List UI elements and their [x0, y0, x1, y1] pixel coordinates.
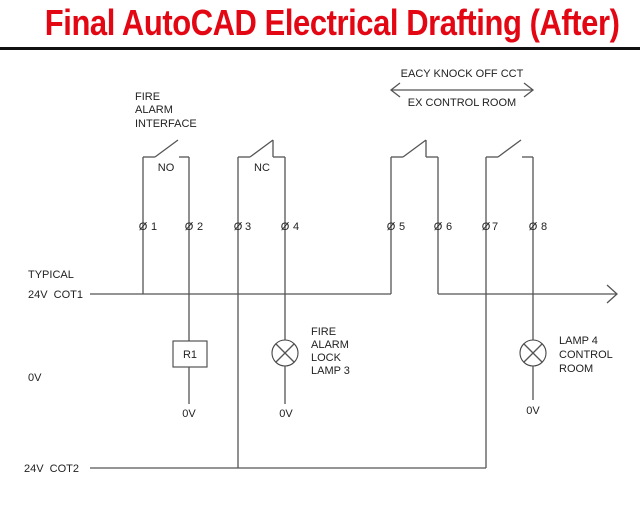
terminal-symbol-icon: Ø — [387, 221, 396, 233]
contact-nc-knock-off — [390, 139, 439, 294]
knock-off-top-label: EACY KNOCK OFF CCT — [401, 68, 524, 80]
lamp3-label-line: LAMP 3 — [311, 365, 350, 377]
arrow-right-icon — [606, 284, 618, 304]
terminal-number: 5 — [399, 221, 405, 233]
terminal-7: Ø 7 — [482, 221, 498, 233]
lamp4-label-line: LAMP 4 — [559, 335, 598, 347]
lamp-3: 0V FIRE ALARM LOCK LAMP 3 — [271, 326, 350, 420]
zero-v-left-label: 0V — [28, 372, 42, 384]
terminal-number: 1 — [151, 221, 157, 233]
terminal-number: 8 — [541, 221, 547, 233]
terminal-2: Ø 2 — [185, 221, 203, 233]
switch-blade — [497, 139, 522, 158]
contact-no-fire-alarm: NO — [142, 139, 190, 341]
contact-no-control-room — [485, 139, 534, 468]
lamp3-label-line: ALARM — [311, 339, 349, 351]
terminal-3: Ø 3 — [234, 221, 251, 233]
lamp4-0v-label: 0V — [526, 405, 540, 417]
arrow-right-icon — [523, 82, 535, 98]
terminal-6: Ø 6 — [434, 221, 452, 233]
terminal-symbol-icon: Ø — [234, 221, 243, 233]
terminal-number: 7 — [492, 221, 498, 233]
relay-label: R1 — [183, 349, 197, 361]
bus-cot1 — [90, 284, 618, 304]
terminal-symbol-icon: Ø — [529, 221, 538, 233]
fire-alarm-interface-label: FIRE ALARM INTERFACE — [135, 91, 197, 130]
lamp4-label-line: ROOM — [559, 363, 593, 375]
terminal-number: 6 — [446, 221, 452, 233]
diagram-title: Final AutoCAD Electrical Drafting (After… — [44, 2, 620, 43]
fire-alarm-interface-line: FIRE — [135, 91, 160, 103]
terminal-strip: Ø 1 Ø 2 Ø 3 Ø 4 Ø 5 Ø 6 Ø 7 Ø 8 — [139, 221, 547, 233]
terminal-symbol-icon: Ø — [185, 221, 194, 233]
terminal-5: Ø 5 — [387, 221, 405, 233]
terminal-1: Ø 1 — [139, 221, 157, 233]
switch-blade — [249, 139, 274, 158]
cot2-label: 24V COT2 — [24, 463, 79, 475]
switch-blade — [402, 139, 427, 158]
lamp4-label-line: CONTROL — [559, 349, 613, 361]
typical-label: TYPICAL — [28, 269, 74, 281]
fire-alarm-interface-line: ALARM — [135, 104, 173, 116]
contact-nc-fire-alarm: NC — [237, 139, 286, 468]
relay-coil-box — [172, 340, 208, 368]
lamp3-label-line: FIRE — [311, 326, 336, 338]
relay-0v-label: 0V — [182, 408, 196, 420]
lamp-cross — [275, 343, 295, 363]
terminal-symbol-icon: Ø — [482, 221, 491, 233]
knock-off-bottom-label: EX CONTROL ROOM — [408, 97, 516, 109]
terminal-symbol-icon: Ø — [281, 221, 290, 233]
terminal-8: Ø 8 — [529, 221, 547, 233]
lamp-cross — [523, 343, 543, 363]
lamp-4: 0V LAMP 4 CONTROL ROOM — [519, 335, 613, 417]
relay-r1: R1 0V — [172, 340, 208, 420]
contact-type-label: NC — [254, 162, 270, 174]
terminal-number: 4 — [293, 221, 299, 233]
lamp3-label-line: LOCK — [311, 352, 342, 364]
terminal-symbol-icon: Ø — [434, 221, 443, 233]
fire-alarm-interface-line: INTERFACE — [135, 118, 197, 130]
switch-blade — [154, 139, 179, 158]
lamp3-0v-label: 0V — [279, 408, 293, 420]
contact-type-label: NO — [158, 162, 175, 174]
terminal-number: 2 — [197, 221, 203, 233]
terminal-4: Ø 4 — [281, 221, 299, 233]
cot1-label: 24V COT1 — [28, 289, 83, 301]
arrow-left-icon — [389, 82, 401, 98]
knock-off-annotation: EACY KNOCK OFF CCT EX CONTROL ROOM — [389, 68, 535, 109]
title-underline — [0, 47, 640, 50]
terminal-number: 3 — [245, 221, 251, 233]
terminal-symbol-icon: Ø — [139, 221, 148, 233]
